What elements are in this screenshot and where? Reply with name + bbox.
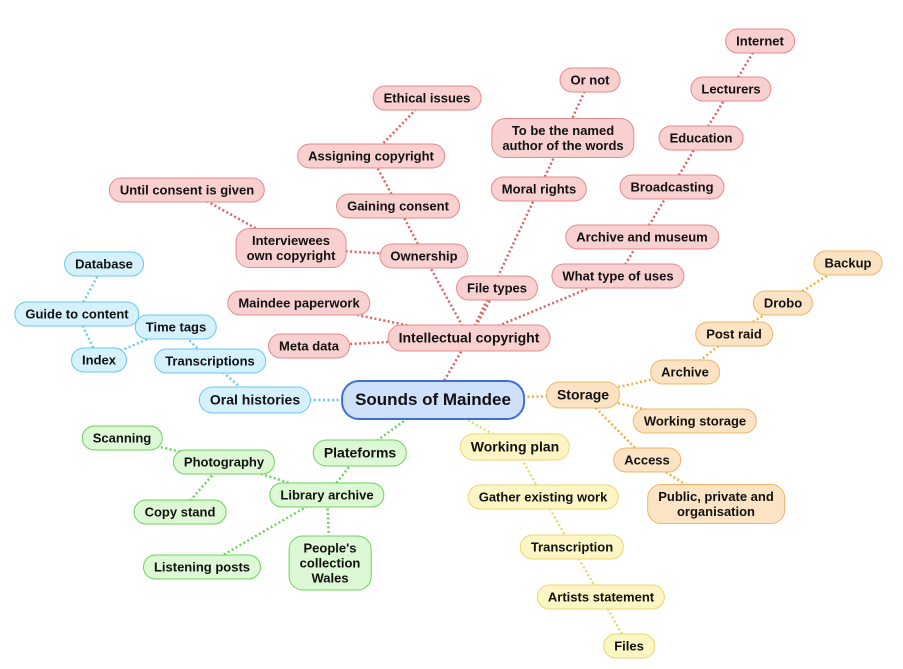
- node-access[interactable]: Access: [613, 447, 681, 473]
- connector-node-transcriptions-to-node-time-tags: [175, 326, 211, 362]
- node-archive[interactable]: Archive: [650, 359, 720, 385]
- node-or-not[interactable]: Or not: [559, 67, 621, 93]
- node-copy-stand[interactable]: Copy stand: [133, 499, 227, 525]
- node-lecturers[interactable]: Lecturers: [690, 76, 772, 102]
- node-internet[interactable]: Internet: [725, 28, 795, 54]
- node-education[interactable]: Education: [658, 125, 744, 151]
- node-ownership[interactable]: Ownership: [379, 243, 469, 269]
- connector-node-what-type-of-uses-to-node-archive-and-museum: [616, 236, 644, 277]
- node-broadcasting[interactable]: Broadcasting: [619, 174, 725, 200]
- node-peoples-collection-wales[interactable]: People's collection Wales: [288, 535, 372, 591]
- node-intellectual-copyright[interactable]: Intellectual copyright: [387, 324, 551, 352]
- node-files[interactable]: Files: [603, 633, 655, 659]
- node-platforms[interactable]: Plateforms: [312, 439, 408, 467]
- node-working-storage[interactable]: Working storage: [632, 408, 758, 434]
- node-artists-statement[interactable]: Artists statement: [536, 584, 666, 610]
- node-storage[interactable]: Storage: [545, 381, 621, 409]
- connector-node-intellectual-copyright-to-node-ownership: [422, 255, 471, 339]
- node-moral-rights[interactable]: Moral rights: [490, 176, 588, 202]
- node-index[interactable]: Index: [71, 347, 127, 373]
- node-post-raid[interactable]: Post raid: [695, 321, 773, 347]
- node-meta-data[interactable]: Meta data: [268, 333, 350, 359]
- node-assigning-copyright[interactable]: Assigning copyright: [297, 143, 445, 169]
- node-interviewees-own-copyright[interactable]: Interviewees own copyright: [235, 228, 347, 268]
- node-maindee-paperwork[interactable]: Maindee paperwork: [227, 290, 371, 316]
- node-gather-existing-work[interactable]: Gather existing work: [467, 484, 619, 510]
- node-backup[interactable]: Backup: [813, 250, 883, 276]
- root-node[interactable]: Sounds of Maindee: [341, 380, 525, 420]
- node-listening-posts[interactable]: Listening posts: [142, 554, 262, 580]
- node-named-author[interactable]: To be the named author of the words: [491, 118, 635, 158]
- node-database[interactable]: Database: [64, 251, 144, 277]
- node-archive-and-museum[interactable]: Archive and museum: [565, 224, 719, 250]
- node-working-plan[interactable]: Working plan: [459, 433, 571, 461]
- node-public-private-organisation[interactable]: Public, private and organisation: [647, 484, 785, 524]
- node-transcription[interactable]: Transcription: [519, 534, 625, 560]
- node-guide-to-content[interactable]: Guide to content: [14, 301, 140, 327]
- node-file-types[interactable]: File types: [456, 275, 538, 301]
- node-drobo[interactable]: Drobo: [752, 290, 814, 316]
- node-transcriptions[interactable]: Transcriptions: [154, 348, 266, 374]
- node-time-tags[interactable]: Time tags: [134, 314, 218, 340]
- node-oral-histories[interactable]: Oral histories: [198, 386, 312, 414]
- node-photography[interactable]: Photography: [172, 449, 276, 475]
- node-what-type-of-uses[interactable]: What type of uses: [551, 263, 685, 289]
- node-until-consent[interactable]: Until consent is given: [108, 177, 266, 203]
- node-gaining-consent[interactable]: Gaining consent: [336, 193, 460, 219]
- connector-node-intellectual-copyright-to-node-moral-rights: [467, 188, 541, 339]
- node-scanning[interactable]: Scanning: [81, 425, 163, 451]
- node-library-archive[interactable]: Library archive: [269, 482, 385, 508]
- node-ethical-issues[interactable]: Ethical issues: [372, 85, 482, 111]
